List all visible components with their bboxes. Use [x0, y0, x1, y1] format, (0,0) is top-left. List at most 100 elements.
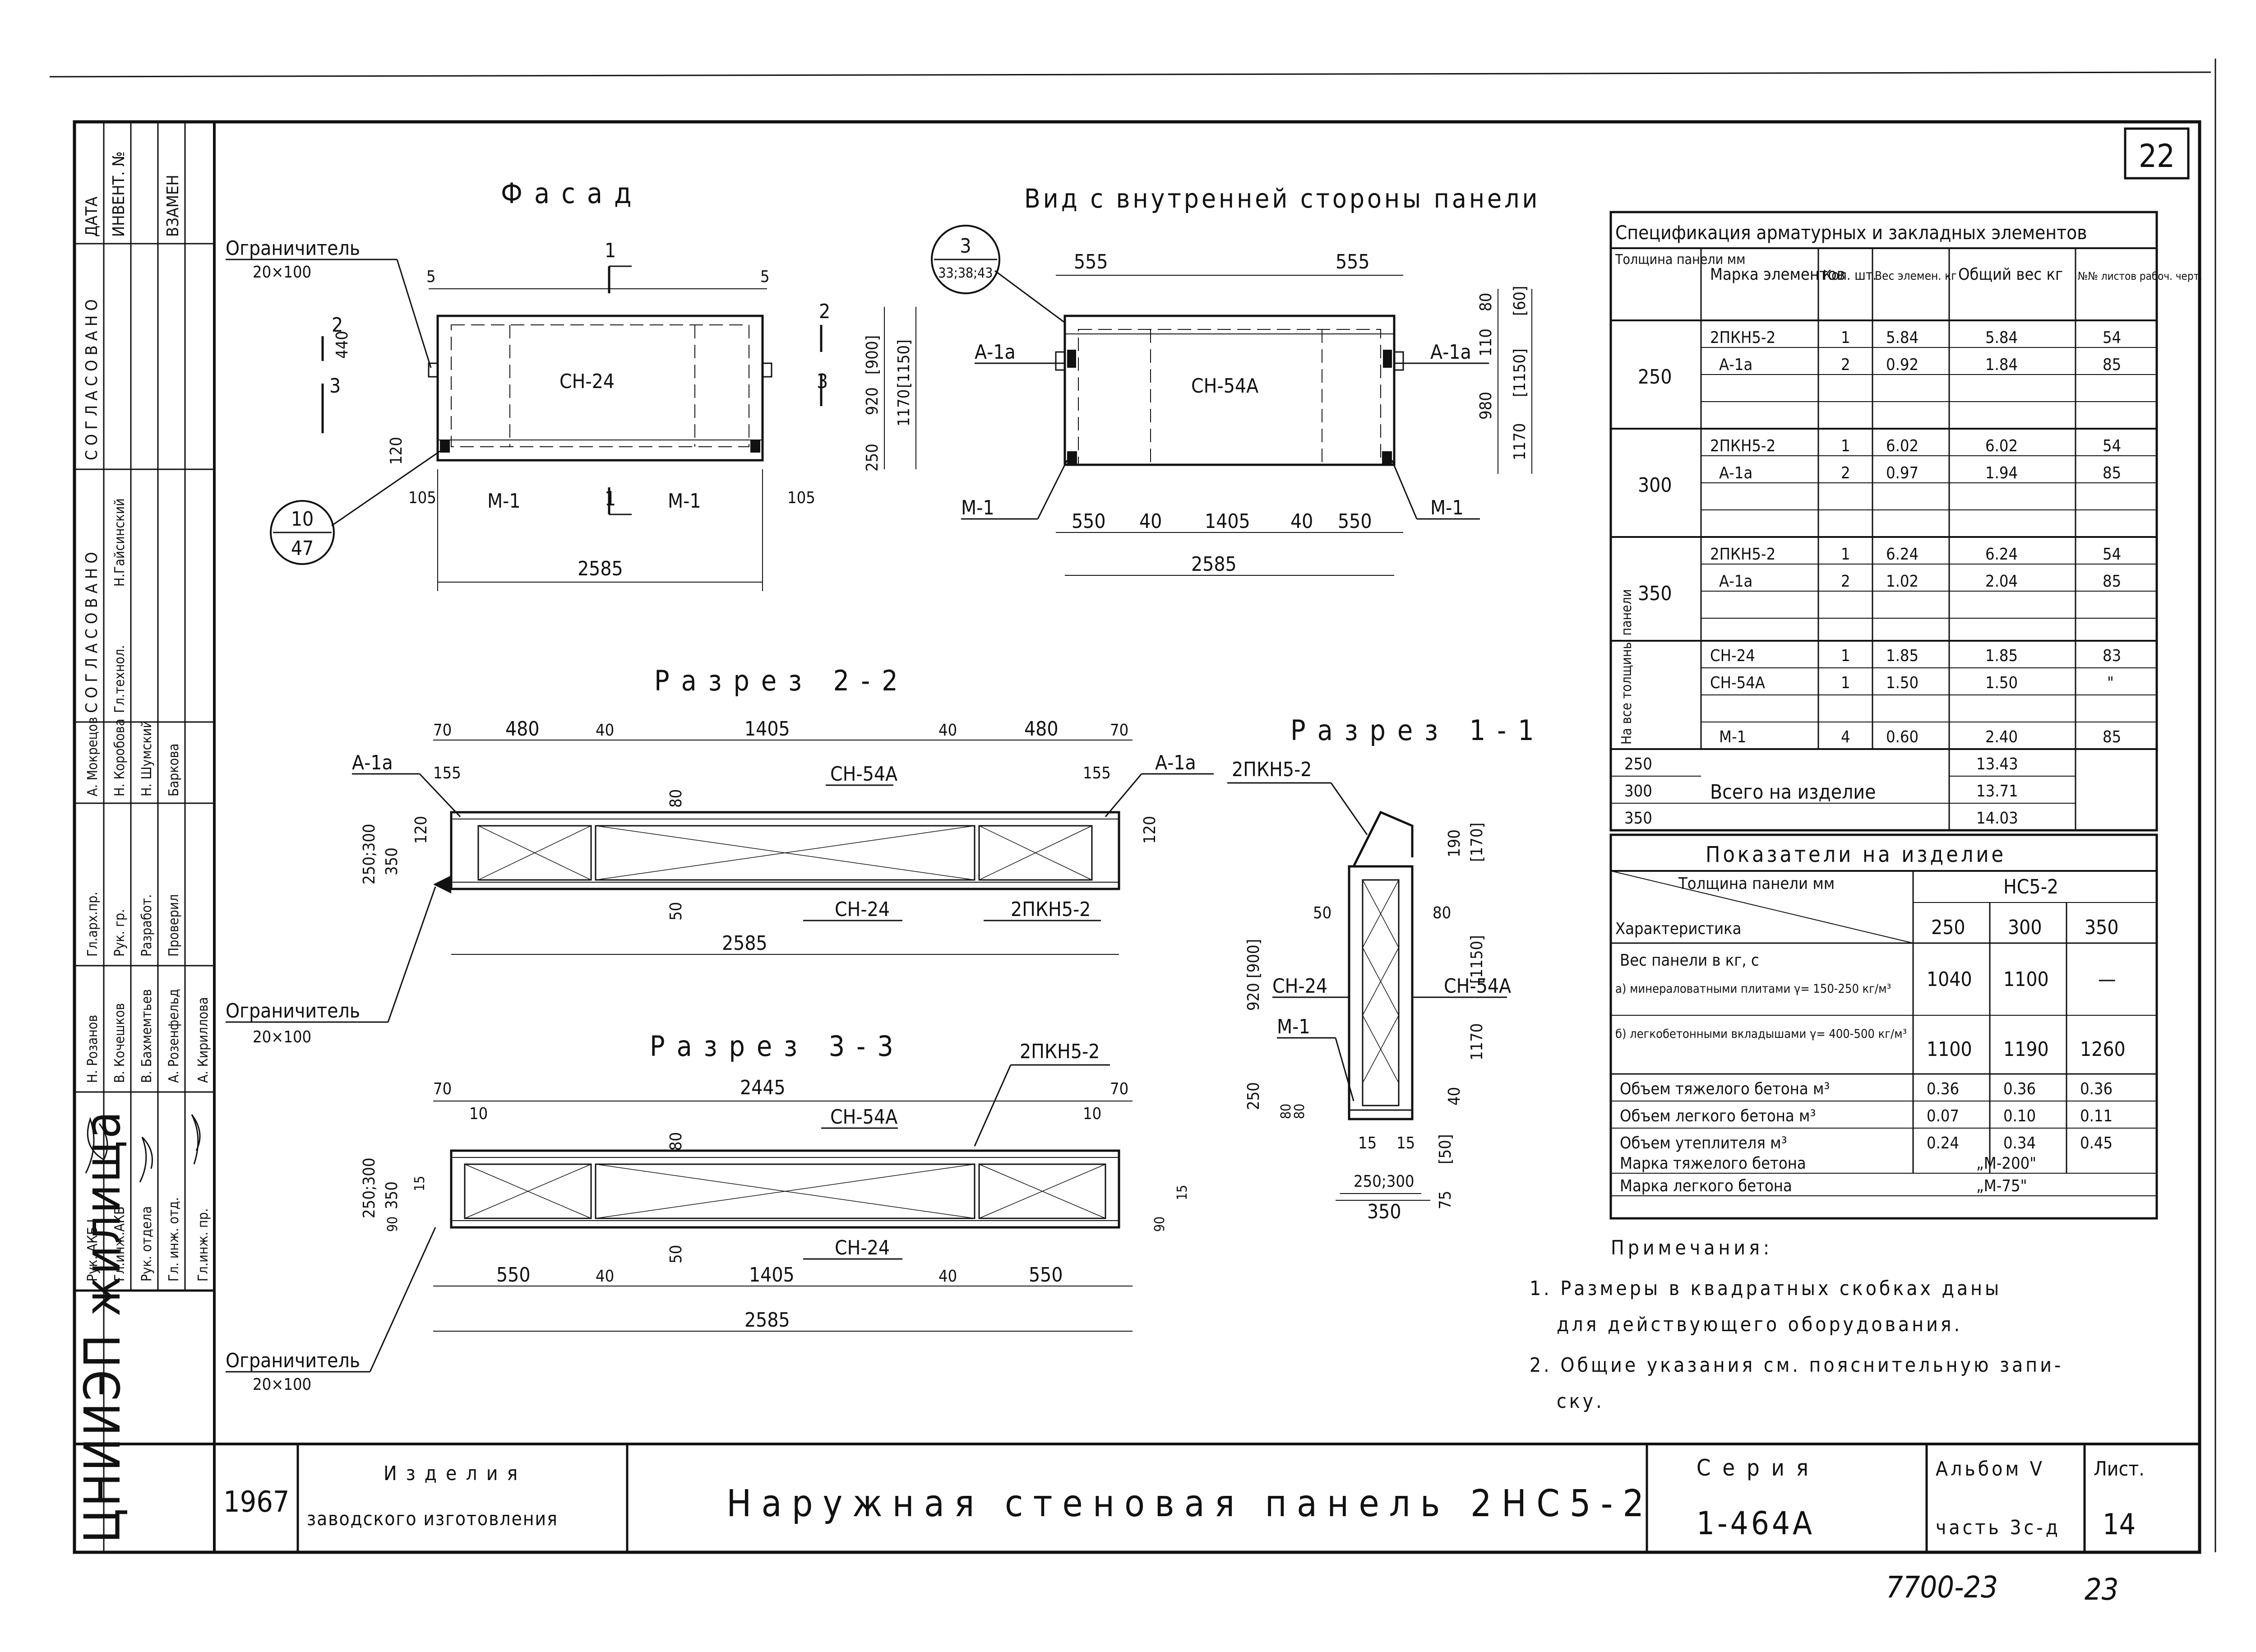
svg-text:83: 83: [2103, 647, 2121, 665]
dim-label: 480: [1024, 717, 1059, 740]
dim-label: 80: [1477, 293, 1495, 311]
sec22-limiter-label: Ограничитель: [226, 1000, 360, 1023]
dim-label: 10: [1083, 1105, 1101, 1123]
dim-label: 555: [1074, 250, 1108, 273]
dim-label: 920 [900]: [1244, 939, 1263, 1011]
section-11-outline: [1348, 865, 1414, 1120]
svg-text:СН-24: СН-24: [1710, 647, 1755, 665]
sec33-sn24: СН-24: [835, 1236, 890, 1259]
dim-label: 120: [387, 437, 406, 465]
tb-sheet-label: Лист.: [2094, 1458, 2145, 1481]
spec-header: №№ листов рабоч. черт.: [2078, 270, 2202, 282]
sec33-total: 2585: [744, 1309, 790, 1332]
svg-text:85: 85: [2103, 728, 2121, 746]
section-1-1: Разрез 1-1 2ПКН5-2 190 [170] 50 80 920 […: [1227, 714, 1534, 1223]
svg-text:0.24: 0.24: [1927, 1134, 1959, 1152]
dim-label: 350: [383, 847, 401, 875]
dim-label: 190: [1445, 829, 1464, 857]
sheet-number: 22: [2139, 138, 2175, 175]
sec22-pkn: 2ПКН5-2: [1011, 898, 1091, 921]
svg-text:1100: 1100: [1927, 1038, 1972, 1061]
dim-label: 70: [433, 1080, 452, 1098]
svg-text:1: 1: [1841, 674, 1850, 692]
dim-label: 75: [1436, 1191, 1455, 1209]
dim-label: 40: [938, 721, 957, 740]
dim-label: 50: [667, 902, 685, 921]
stamp-role-b3: Разработ.: [139, 894, 155, 957]
callout-bottom: 33;38;43: [938, 265, 993, 281]
svg-text:2.04: 2.04: [1985, 572, 2018, 591]
svg-text:54: 54: [2103, 437, 2121, 455]
svg-text:2.40: 2.40: [1985, 728, 2018, 746]
svg-text:0.11: 0.11: [2080, 1107, 2113, 1125]
dim-label: [1150]: [1511, 348, 1529, 397]
svg-text:Объем легкого бетона м³: Объем легкого бетона м³: [1620, 1107, 1816, 1125]
svg-text:1260: 1260: [2080, 1038, 2126, 1061]
svg-text:1: 1: [1841, 647, 1850, 665]
stamp-col-inv: ИНВЕНТ. №: [110, 151, 128, 237]
svg-text:—: —: [2098, 968, 2116, 991]
stamp-role-a2: Гл.инж.АКБ: [112, 1207, 128, 1282]
dim-label: 5: [760, 268, 770, 286]
sec22-limiter-size: 20×100: [253, 1028, 311, 1046]
dim-label: 80: [1278, 1104, 1294, 1119]
dim-label: [50]: [1436, 1134, 1455, 1164]
dim-label: [170]: [1468, 823, 1486, 862]
inner-view-title: Вид с внутренней стороны панели: [1024, 183, 1540, 214]
dim-label: 80: [667, 1132, 685, 1151]
svg-text:1: 1: [1841, 437, 1850, 455]
dim-label: 480: [505, 717, 540, 740]
notes-title: Примечания:: [1611, 1236, 1773, 1259]
dim-label: 250;300: [360, 1157, 379, 1218]
inner-a1-left: А-1а: [975, 341, 1016, 364]
inner-view: Вид с внутренней стороны панели СН-54А 3…: [931, 183, 1540, 576]
svg-text:А-1а: А-1а: [1719, 464, 1752, 482]
spec-table: Спецификация арматурных и закладных элем…: [1609, 211, 2202, 832]
facade-m1-left: М-1: [487, 490, 521, 513]
note-line: для действующего оборудования.: [1557, 1313, 1962, 1336]
sec22-a1-right: А-1а: [1155, 751, 1196, 774]
dim-label: 350: [1367, 1200, 1401, 1223]
stamp-role-b2: Рук. гр.: [112, 909, 128, 957]
dim-label: 350: [383, 1181, 401, 1209]
dim-label: 90: [385, 1217, 401, 1232]
svg-text:6.02: 6.02: [1985, 437, 2018, 455]
svg-text:5.84: 5.84: [1886, 329, 1919, 347]
dim-label: 40: [1445, 1087, 1464, 1106]
svg-text:6.24: 6.24: [1886, 545, 1919, 564]
stamp-name-a3: В. Бахмемтьев: [139, 989, 155, 1083]
dim-label: 80: [1433, 904, 1451, 922]
dim-label: 120: [412, 816, 430, 844]
indicators-table: Показатели на изделие Толщина панели мм …: [1609, 833, 2158, 1220]
section-33-outline: [450, 1149, 1120, 1229]
cut-mark: 3: [817, 370, 828, 393]
dim-label: 1170: [1511, 423, 1529, 460]
stamp-role-a1: Рук. АКБ I: [85, 1219, 101, 1282]
cut-mark: 2: [819, 300, 830, 323]
dim-label: 1405: [744, 717, 790, 740]
spec-header: Марка элементов: [1710, 265, 1845, 284]
sec33-sn54: СН-54А: [830, 1106, 897, 1129]
dim-label: 1405: [1205, 510, 1250, 533]
indicators-diag-top: Толщина панели мм: [1678, 875, 1835, 893]
tb-series-label: Серия: [1697, 1455, 1820, 1481]
svg-text:350: 350: [2085, 916, 2119, 939]
sec22-sn54: СН-54А: [830, 763, 897, 786]
facade-view: Фасад СН-24 Ограничитель 20×100 1 1 2 2 …: [226, 177, 916, 591]
dim-label: 550: [1029, 1263, 1063, 1286]
dim-label: 70: [433, 721, 452, 740]
svg-text:13.71: 13.71: [1976, 782, 2018, 801]
dim-label: 80: [667, 789, 685, 808]
dim-label: 15: [1396, 1134, 1415, 1152]
dim-label: 70: [1110, 721, 1128, 740]
tb-title: Наружная стеновая панель 2НС5-2: [726, 1482, 1654, 1525]
dim-label: 980: [1477, 392, 1495, 420]
stamp-name-b3: Н. Шумский: [139, 720, 155, 796]
svg-text:2ПКН5-2: 2ПКН5-2: [1710, 329, 1775, 347]
dim-label: [900]: [863, 335, 882, 375]
svg-text:Марка легкого бетона: Марка легкого бетона: [1620, 1177, 1792, 1195]
tb-year: 1967: [223, 1485, 290, 1519]
svg-text:14.03: 14.03: [1976, 809, 2018, 828]
facade-total-dim: 2585: [578, 557, 623, 580]
svg-text:2: 2: [1841, 464, 1850, 482]
